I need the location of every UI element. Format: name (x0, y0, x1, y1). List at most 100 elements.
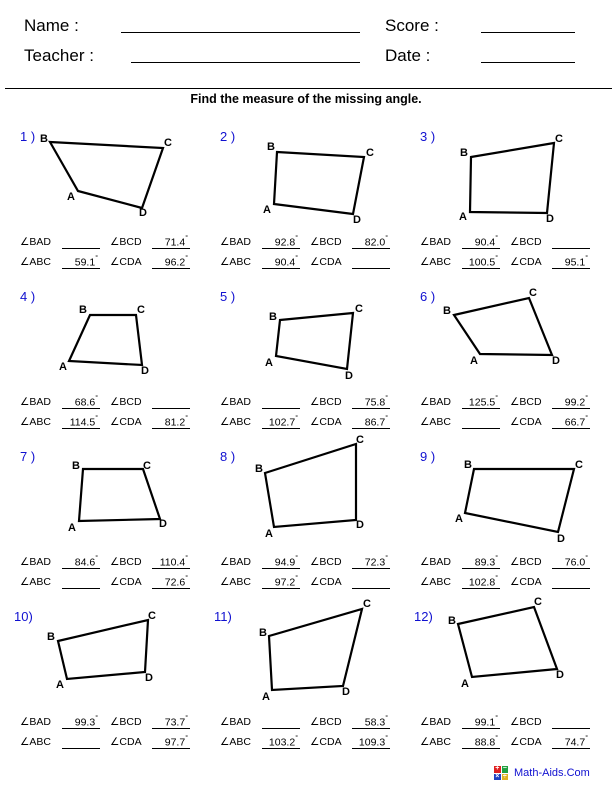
angle-cda-label: ∠CDA (510, 416, 542, 428)
angle-cda-answer[interactable] (552, 576, 590, 589)
angle-bad-answer[interactable]: 99.1° (462, 715, 500, 729)
angle-bcd-label: ∠BCD (510, 236, 542, 248)
angle-bad-answer[interactable]: 84.6° (62, 555, 100, 569)
vertex-label-d: D (139, 207, 147, 219)
angle-bad-answer[interactable]: 94.9° (262, 555, 300, 569)
angle-abc-label: ∠ABC (420, 736, 452, 748)
angle-bad-answer[interactable]: 125.5° (462, 395, 500, 409)
angle-cda-answer[interactable]: 72.6° (152, 575, 190, 589)
angle-abc-answer[interactable]: 100.5° (462, 255, 500, 269)
angle-bcd-answer[interactable]: 82.0° (352, 235, 390, 249)
angle-cda-answer[interactable] (352, 256, 390, 269)
angle-cda-answer[interactable]: 96.2° (152, 255, 190, 269)
angle-cda-answer[interactable] (352, 576, 390, 589)
angle-cda-entry: ∠CDA (510, 576, 600, 590)
vertex-label-b: B (269, 311, 277, 323)
angle-bcd-answer[interactable] (552, 716, 590, 729)
score-field[interactable] (481, 32, 575, 33)
angle-cda-answer[interactable]: 97.7° (152, 735, 190, 749)
angle-bad-answer[interactable]: 89.3° (462, 555, 500, 569)
figure-5 (274, 311, 355, 371)
angle-bad-label: ∠BAD (220, 236, 252, 248)
angle-abc-answer[interactable]: 103.2° (262, 735, 300, 749)
math-operations-icon: + − × ÷ (494, 765, 508, 780)
angle-cda-answer[interactable]: 109.3° (352, 735, 390, 749)
problem-number: 11) (214, 609, 232, 624)
angle-abc-answer[interactable] (62, 576, 100, 589)
angle-cda-answer[interactable]: 66.7° (552, 415, 590, 429)
angle-bad-label: ∠BAD (220, 396, 252, 408)
angle-cda-answer[interactable]: 81.2° (152, 415, 190, 429)
angle-abc-answer[interactable]: 114.5° (62, 415, 100, 429)
vertex-label-b: B (460, 147, 468, 159)
angle-abc-answer[interactable] (62, 736, 100, 749)
angle-bcd-answer[interactable]: 73.7° (152, 715, 190, 729)
angle-bad-answer[interactable] (62, 236, 100, 249)
brand-link[interactable]: Math-Aids.Com (514, 767, 590, 779)
angle-abc-entry: ∠ABC 88.8° (420, 735, 510, 750)
angle-bcd-answer[interactable]: 99.2° (552, 395, 590, 409)
angle-bcd-answer[interactable]: 71.4° (152, 235, 190, 249)
angle-cda-answer[interactable]: 74.7° (552, 735, 590, 749)
footer-brand[interactable]: + − × ÷ Math-Aids.Com (494, 765, 590, 780)
problem-number: 9 ) (420, 449, 436, 464)
angle-bad-answer[interactable]: 90.4° (462, 235, 500, 249)
vertex-label-b: B (79, 304, 87, 316)
angle-bad-label: ∠BAD (420, 396, 452, 408)
angle-bcd-answer[interactable]: 72.3° (352, 555, 390, 569)
angle-abc-label: ∠ABC (220, 576, 252, 588)
date-field[interactable] (481, 62, 575, 63)
name-field[interactable] (121, 32, 360, 33)
vertex-label-c: C (555, 133, 563, 145)
angle-bcd-answer[interactable]: 110.4° (152, 555, 190, 569)
angle-abc-answer[interactable]: 59.1° (62, 255, 100, 269)
angle-bcd-answer[interactable]: 75.8° (352, 395, 390, 409)
vertex-label-b: B (443, 305, 451, 317)
angle-cda-label: ∠CDA (310, 416, 342, 428)
angle-abc-answer[interactable]: 90.4° (262, 255, 300, 269)
problem-number: 2 ) (220, 129, 236, 144)
angle-bcd-answer[interactable] (152, 396, 190, 409)
angle-cda-answer[interactable]: 95.1° (552, 255, 590, 269)
angle-bcd-entry: ∠BCD (510, 236, 600, 250)
angle-abc-answer[interactable]: 97.2° (262, 575, 300, 589)
angle-abc-answer[interactable]: 102.7° (262, 415, 300, 429)
angle-cda-entry: ∠CDA 72.6° (110, 575, 200, 590)
angle-bad-answer[interactable]: 92.8° (262, 235, 300, 249)
angle-abc-label: ∠ABC (220, 736, 252, 748)
angle-cda-answer[interactable]: 86.7° (352, 415, 390, 429)
angle-abc-label: ∠ABC (20, 576, 52, 588)
vertex-label-a: A (56, 679, 64, 691)
angle-abc-answer[interactable] (462, 416, 500, 429)
angle-bcd-answer[interactable]: 58.3° (352, 715, 390, 729)
angle-cda-label: ∠CDA (110, 576, 142, 588)
angle-bcd-answer[interactable] (552, 236, 590, 249)
angle-bad-answer[interactable] (262, 396, 300, 409)
angle-bad-answer[interactable] (262, 716, 300, 729)
angle-bcd-label: ∠BCD (110, 556, 142, 568)
vertex-label-c: C (355, 303, 363, 315)
vertex-label-c: C (148, 610, 156, 622)
angle-bad-answer[interactable]: 99.3° (62, 715, 100, 729)
angle-cda-entry: ∠CDA (310, 256, 400, 270)
score-label: Score : (385, 16, 439, 35)
teacher-field[interactable] (131, 62, 360, 63)
angle-abc-label: ∠ABC (20, 736, 52, 748)
angle-bad-label: ∠BAD (20, 396, 52, 408)
angle-abc-answer[interactable]: 102.8° (462, 575, 500, 589)
figure-3 (468, 141, 556, 215)
vertex-label-a: A (67, 191, 75, 203)
angle-abc-answer[interactable]: 88.8° (462, 735, 500, 749)
angle-bcd-label: ∠BCD (110, 396, 142, 408)
angle-bad-answer[interactable]: 68.6° (62, 395, 100, 409)
angle-bcd-answer[interactable]: 76.0° (552, 555, 590, 569)
